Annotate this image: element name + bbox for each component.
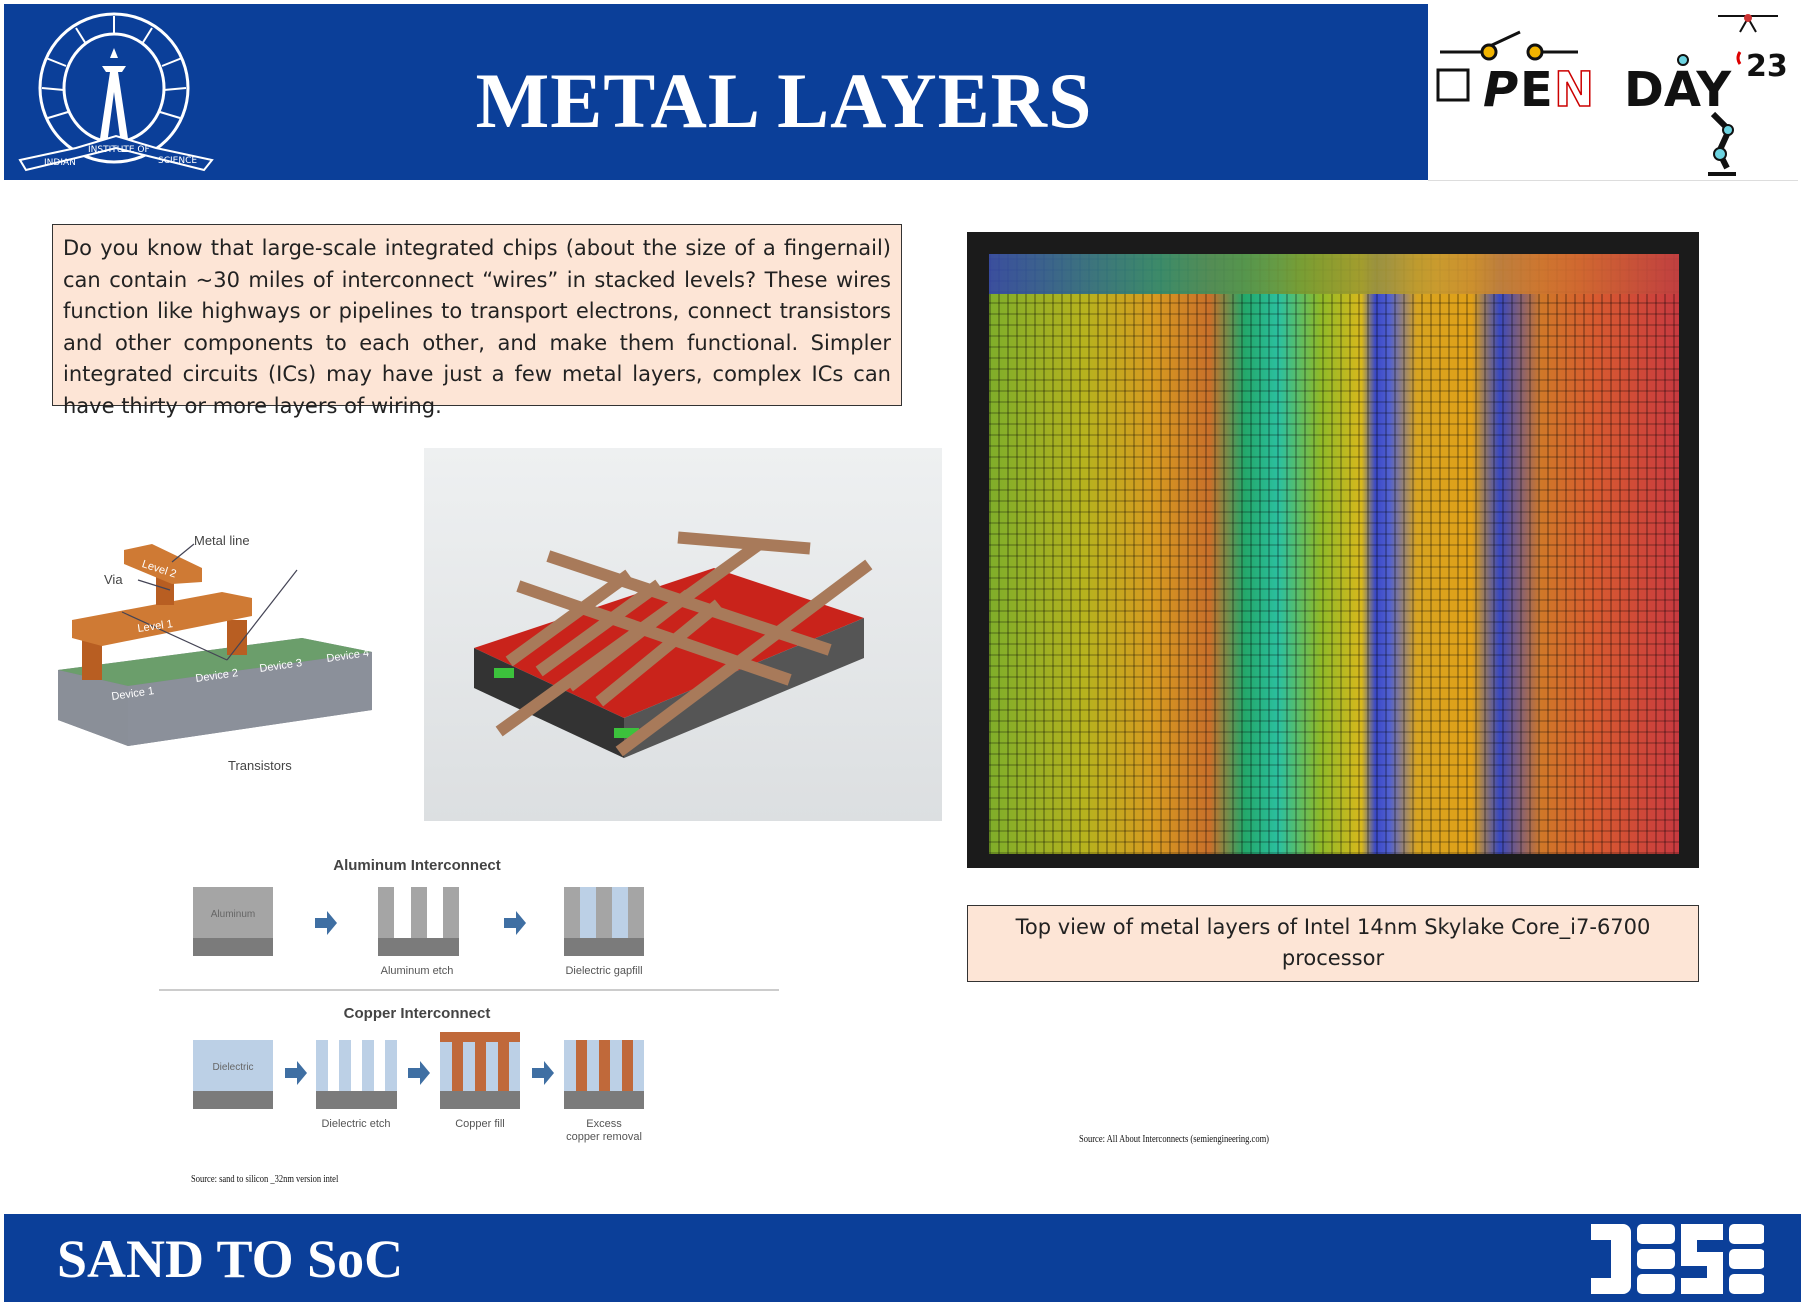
label-device3: Device 3 (259, 657, 303, 675)
source-left: Source: sand to silicon _32nm version in… (191, 1174, 339, 1185)
svg-text:E: E (1520, 62, 1553, 118)
header-banner: INDIAN INSTITUTE OF SCIENCE METAL LAYERS (4, 4, 1428, 180)
step-dielectric-gapfill: Dielectric gapfill (565, 965, 642, 977)
copper-title: Copper Interconnect (344, 1005, 491, 1022)
dese-logo (1591, 1224, 1764, 1294)
svg-text:SCIENCE: SCIENCE (158, 156, 197, 166)
step-aluminum-etch: Aluminum etch (381, 965, 454, 977)
step-copper-fill: Copper fill (455, 1118, 505, 1130)
svg-text:P: P (1483, 62, 1518, 118)
label-device1: Device 1 (111, 685, 155, 703)
page-title: METAL LAYERS (475, 57, 1093, 144)
aluminum-block-label: Aluminum (211, 909, 255, 920)
label-metal-line: Metal line (194, 533, 250, 548)
step-dielectric-etch: Dielectric etch (321, 1118, 390, 1130)
label-transistors: Transistors (228, 758, 292, 773)
die-photo (967, 232, 1699, 868)
label-device2: Device 2 (195, 667, 239, 685)
interconnect-3d-render (424, 448, 942, 821)
intro-text-box: Do you know that large-scale integrated … (52, 224, 902, 418)
open-day-logo: P E N DAY 23 (1428, 4, 1798, 181)
aluminum-title: Aluminum Interconnect (333, 857, 501, 874)
step-excess-label: Excess (586, 1118, 622, 1130)
metal-stack-diagram: Metal line Via Level 2 Level 1 Device 1 … (58, 533, 372, 773)
die-caption: Top view of metal layers of Intel 14nm S… (967, 905, 1699, 982)
svg-text:INDIAN: INDIAN (44, 158, 76, 168)
step-copper-removal-label: copper removal (566, 1131, 642, 1143)
label-via: Via (104, 572, 123, 587)
svg-text:INSTITUTE OF: INSTITUTE OF (88, 145, 150, 155)
label-level1: Level 1 (137, 618, 174, 635)
footer-title: SAND TO SoC (57, 1229, 404, 1289)
interconnect-process-diagram: Aluminum Interconnect Aluminum Aluminum … (159, 857, 779, 1143)
svg-text:23: 23 (1746, 49, 1788, 84)
source-right: Source: All About Interconnects (semieng… (1079, 1134, 1270, 1145)
iisc-logo: INDIAN INSTITUTE OF SCIENCE (18, 12, 214, 172)
label-device4: Device 4 (326, 647, 370, 665)
svg-text:N: N (1554, 62, 1594, 118)
dielectric-block-label: Dielectric (212, 1062, 253, 1073)
svg-text:DAY: DAY (1624, 62, 1732, 118)
footer-banner: SAND TO SoC (4, 1214, 1801, 1302)
